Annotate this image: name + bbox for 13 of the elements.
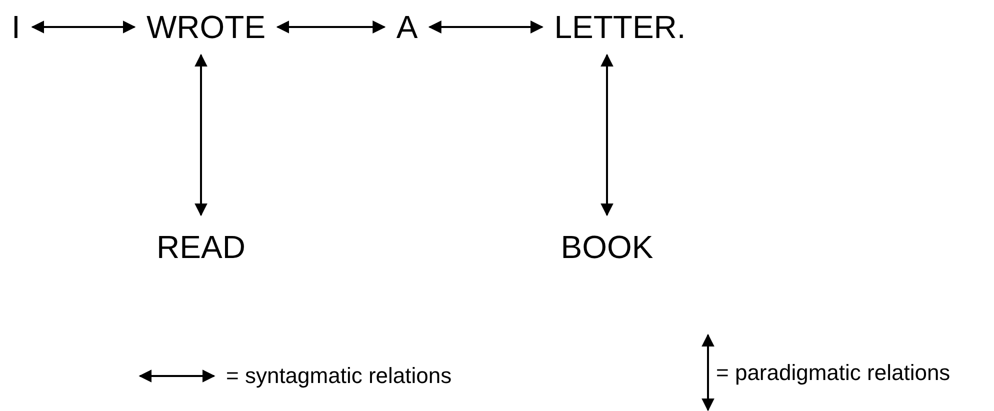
word: WROTE — [146, 11, 266, 43]
word: BOOK — [560, 231, 654, 263]
double-arrow — [600, 54, 614, 216]
double-arrow — [194, 54, 208, 216]
word: READ — [156, 231, 246, 263]
word: A — [396, 11, 418, 43]
word: LETTER. — [554, 11, 686, 43]
double-arrow — [31, 20, 136, 34]
double-arrow — [276, 20, 386, 34]
double-arrow — [428, 20, 544, 34]
word: I — [12, 11, 20, 43]
legend-label: = paradigmatic relations — [716, 362, 950, 384]
legend-label: = syntagmatic relations — [226, 365, 452, 387]
